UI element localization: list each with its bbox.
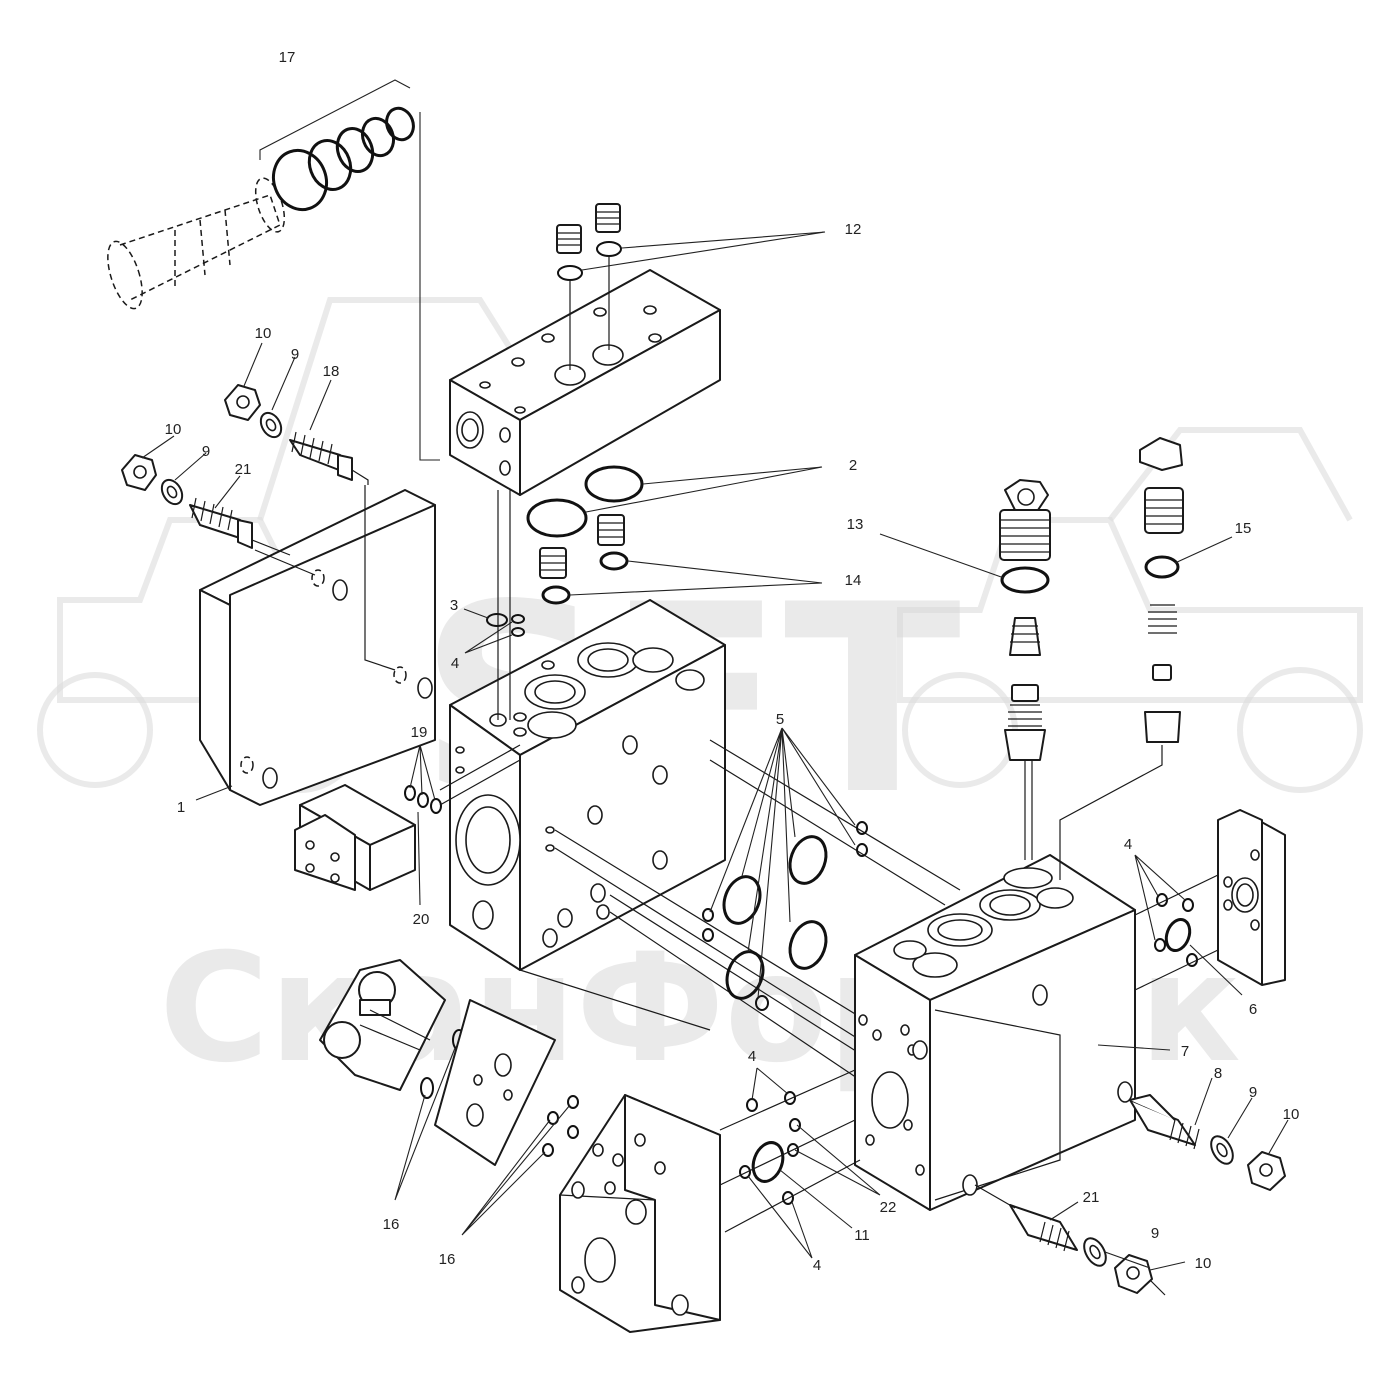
- top-valve-block: [449, 269, 721, 496]
- rings-5: [702, 727, 868, 1011]
- connection-lines: [519, 739, 961, 1081]
- callout-7: 7: [1181, 1043, 1189, 1060]
- solenoid-block-20: [294, 744, 521, 906]
- rings-3-4: [463, 608, 525, 654]
- callout-9: 9: [1151, 1225, 1159, 1242]
- callout-3: 3: [450, 597, 458, 614]
- callout-10: 10: [255, 325, 272, 342]
- rings-lower-center: [719, 1067, 881, 1259]
- callout-21: 21: [1083, 1189, 1100, 1206]
- callout-10: 10: [1195, 1255, 1212, 1272]
- rings-2-14: [526, 465, 823, 605]
- lower-center-block: [559, 1094, 721, 1333]
- callout-16: 16: [439, 1251, 456, 1268]
- plugs-12: [556, 203, 826, 370]
- callout-16: 16: [383, 1216, 400, 1233]
- callout-10: 10: [1283, 1106, 1300, 1123]
- lower-left-assembly-16: [319, 959, 579, 1236]
- callout-21: 21: [235, 461, 252, 478]
- callout-20: 20: [413, 911, 430, 928]
- callout-9: 9: [291, 346, 299, 363]
- callout-4: 4: [1124, 836, 1132, 853]
- pipe-assembly-17: [107, 79, 440, 461]
- callout-5: 5: [776, 711, 784, 728]
- callout-labels: 17 12 10 9 18 10 9 21 2 13 14 15 3 4 5 1…: [165, 49, 1300, 1274]
- left-plate-1: [195, 485, 436, 806]
- callout-10: 10: [165, 421, 182, 438]
- callout-1: 1: [177, 799, 185, 816]
- callout-4: 4: [451, 655, 459, 672]
- callout-12: 12: [845, 221, 862, 238]
- lower-right-fasteners: [974, 1077, 1289, 1296]
- valve-15: [1059, 437, 1233, 880]
- o-ring: [360, 116, 396, 158]
- watermark-tractor-right: [897, 427, 1363, 793]
- right-side-plate-6: [1134, 809, 1286, 996]
- callout-18: 18: [323, 363, 340, 380]
- o-ring: [385, 106, 415, 142]
- o-ring: [307, 139, 353, 191]
- upper-left-fasteners: [121, 342, 369, 556]
- callout-22: 22: [880, 1199, 897, 1216]
- callout-19: 19: [411, 724, 428, 741]
- callout-11: 11: [854, 1227, 870, 1244]
- callout-6: 6: [1249, 1001, 1257, 1018]
- callout-4: 4: [748, 1048, 756, 1065]
- o-ring: [272, 148, 328, 212]
- main-center-block: [449, 490, 726, 971]
- right-block-7: [854, 854, 1171, 1211]
- o-ring: [335, 127, 375, 173]
- callout-9: 9: [1249, 1084, 1257, 1101]
- callout-14: 14: [845, 572, 862, 589]
- callout-8: 8: [1214, 1065, 1222, 1082]
- callout-13: 13: [847, 516, 864, 533]
- callout-17: 17: [279, 49, 296, 66]
- valve-13: [879, 479, 1051, 860]
- callout-4: 4: [813, 1257, 821, 1274]
- callout-2: 2: [849, 457, 857, 474]
- callout-15: 15: [1235, 520, 1252, 537]
- callout-9: 9: [202, 443, 210, 460]
